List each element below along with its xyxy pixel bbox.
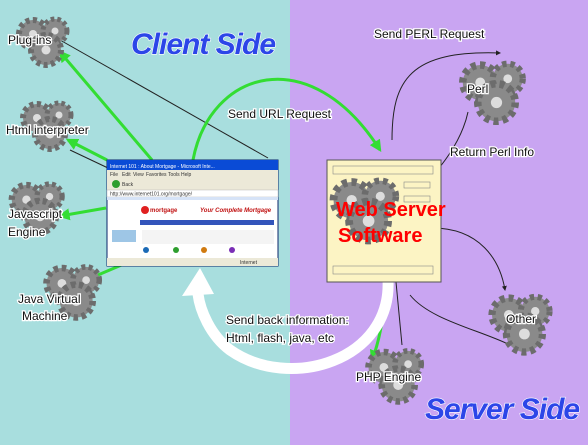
- plugins-label: Plug-ins: [8, 33, 51, 47]
- send-back-arrow: [182, 268, 394, 375]
- other-connector-line: [431, 227, 507, 291]
- php-engine-label: PHP Engine: [356, 370, 421, 384]
- browser-address[interactable]: http://www.internet101.org/mortgage/: [110, 192, 193, 198]
- perl-request-line: [391, 50, 501, 141]
- other-label: Other: [506, 312, 536, 326]
- web-server-label-line2: Software: [338, 225, 422, 247]
- client-side-heading: Client Side: [131, 28, 275, 61]
- html-green-arrow: [65, 138, 108, 162]
- plugins-connector: [59, 39, 269, 159]
- browser-title: Internet 101 : About Mortgage - Microsof…: [110, 164, 215, 170]
- browser-menu-tools[interactable]: Tools: [168, 172, 180, 178]
- browser-menu-edit[interactable]: Edit: [122, 172, 131, 178]
- perl-label: Perl: [467, 82, 488, 96]
- browser-back-icon[interactable]: [112, 180, 120, 188]
- jvm-label-line2: Machine: [22, 309, 68, 323]
- send-perl-request-label: Send PERL Request: [374, 27, 485, 41]
- send-back-info-line1: Send back information:: [226, 313, 349, 327]
- jvm-label-line1: Java Virtual: [18, 292, 80, 306]
- browser-status: Internet: [240, 260, 258, 266]
- html-interpreter-connector: [69, 149, 109, 169]
- browser-menu-help[interactable]: Help: [181, 172, 192, 178]
- javascript-green-arrow: [57, 206, 107, 221]
- browser-title-bar: [107, 160, 278, 170]
- other-return-line: [409, 294, 511, 346]
- return-perl-info-label: Return Perl Info: [450, 145, 534, 159]
- plugins-green-arrow: [58, 50, 154, 161]
- browser-tagline: Your Complete Mortgage: [200, 208, 272, 214]
- send-back-info-line2: Html, flash, java, etc: [226, 331, 334, 345]
- browser-menu-favorites[interactable]: Favorites: [146, 172, 167, 178]
- html-interpreter-label: Html interpreter: [6, 123, 89, 137]
- php-connector-line: [395, 281, 403, 346]
- web-server-label-line1: Web Server: [336, 199, 446, 221]
- server-side-heading: Server Side: [425, 393, 579, 426]
- browser-logo-text: mortgage: [150, 208, 178, 214]
- web-server-box: Web Server Software: [326, 159, 446, 283]
- javascript-label-line2: Engine: [8, 225, 46, 239]
- browser-window-icon: Internet 101 : About Mortgage - Microsof…: [106, 159, 279, 267]
- browser-menu-file[interactable]: File: [110, 172, 118, 178]
- send-url-arrow: [191, 77, 382, 161]
- send-url-request-label: Send URL Request: [228, 107, 332, 121]
- browser-back-label: Back: [122, 182, 134, 188]
- browser-menu-view[interactable]: View: [133, 172, 144, 178]
- javascript-label-line1: Javascript: [8, 207, 63, 221]
- browser-logo-icon: [141, 206, 149, 214]
